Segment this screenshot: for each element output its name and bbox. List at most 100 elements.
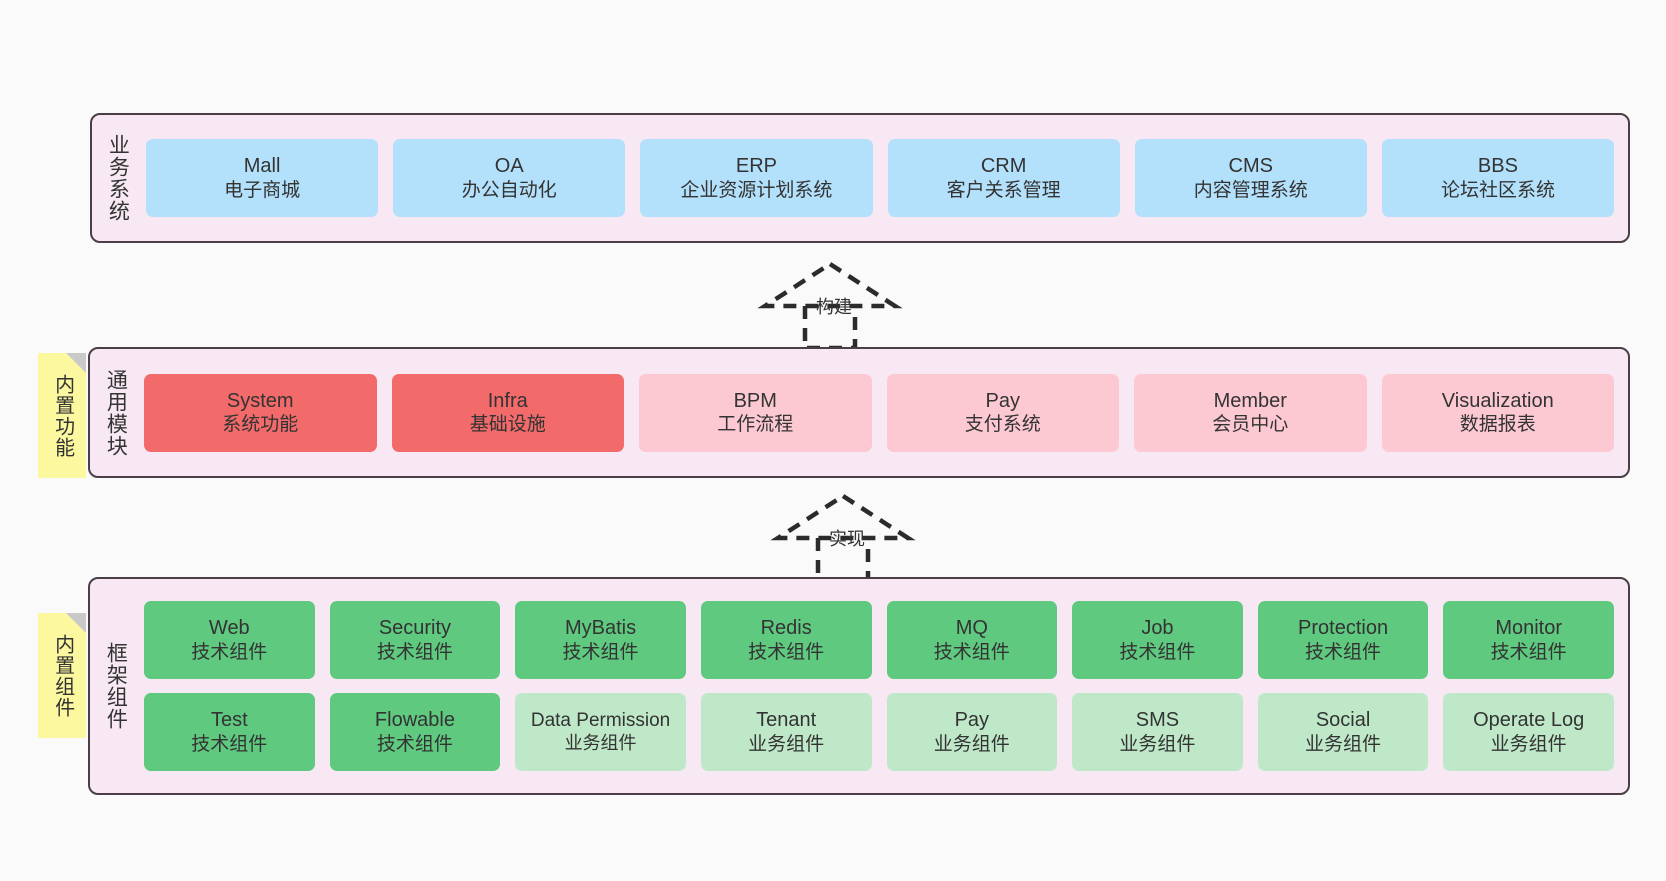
node-data-permission-en: Data Permission	[530, 710, 671, 732]
node-bbs-cn: 论坛社区系统	[1440, 179, 1555, 201]
node-social-cn: 业务组件	[1305, 733, 1382, 755]
node-monitor-cn: 技术组件	[1490, 641, 1567, 663]
node-erp-en: ERP	[735, 155, 777, 178]
node-crm-en: CRM	[980, 155, 1027, 178]
framework-tech-row: Web 技术组件 Security 技术组件 MyBatis 技术组件 Redi…	[144, 601, 1614, 679]
node-web-cn: 技术组件	[191, 641, 268, 663]
node-redis-en: Redis	[760, 617, 812, 640]
node-system[interactable]: System 系统功能	[144, 373, 377, 452]
node-tenant-en: Tenant	[756, 709, 817, 732]
node-pay-module-cn: 支付系统	[964, 414, 1041, 436]
node-oa-en: OA	[494, 155, 524, 178]
node-oa[interactable]: OA 办公自动化	[393, 139, 626, 217]
framework-business-row: Test 技术组件 Flowable 技术组件 Data Permission …	[144, 693, 1614, 771]
arrow-implement-label: 实现	[829, 529, 865, 549]
node-mq-cn: 技术组件	[933, 641, 1010, 663]
layer-body-framework: Web 技术组件 Security 技术组件 MyBatis 技术组件 Redi…	[140, 579, 1628, 793]
layer-common-module: 通用模块 System 系统功能 Infra 基础设施 BPM 工作流程 Pay…	[88, 347, 1630, 478]
node-oa-cn: 办公自动化	[461, 179, 557, 201]
node-erp-cn: 企业资源计划系统	[680, 179, 833, 201]
node-pay-module-en: Pay	[985, 389, 1020, 412]
node-bpm-en: BPM	[733, 389, 777, 412]
node-data-permission[interactable]: Data Permission 业务组件	[515, 693, 686, 771]
layer-title-common: 通用模块	[104, 368, 128, 457]
node-mall-cn: 电子商城	[224, 179, 301, 201]
node-bpm-cn: 工作流程	[717, 414, 794, 436]
node-pay-module[interactable]: Pay 支付系统	[886, 373, 1119, 452]
node-security-cn: 技术组件	[376, 641, 453, 663]
layer-framework-component: 框架组件 Web 技术组件 Security 技术组件 MyBatis 技术组件…	[88, 577, 1630, 795]
business-node-row: Mall 电子商城 OA 办公自动化 ERP 企业资源计划系统 CRM 客户关系…	[146, 139, 1615, 217]
sticky-note-builtin-component: 内置组件	[38, 613, 86, 738]
layer-body-common: System 系统功能 Infra 基础设施 BPM 工作流程 Pay 支付系统…	[140, 349, 1628, 476]
node-protection-en: Protection	[1298, 617, 1389, 640]
node-cms-en: CMS	[1228, 155, 1273, 178]
sticky-builtin-component-label: 内置组件	[51, 633, 74, 718]
node-mall[interactable]: Mall 电子商城	[146, 139, 379, 217]
node-operate-log-en: Operate Log	[1473, 709, 1585, 732]
node-visualization-cn: 数据报表	[1459, 414, 1536, 436]
node-security-en: Security	[378, 617, 452, 640]
layer-body-business: Mall 电子商城 OA 办公自动化 ERP 企业资源计划系统 CRM 客户关系…	[142, 115, 1628, 241]
node-tenant-cn: 业务组件	[748, 733, 825, 755]
node-sms[interactable]: SMS 业务组件	[1072, 693, 1243, 771]
node-cms-cn: 内容管理系统	[1193, 179, 1308, 201]
node-job-cn: 技术组件	[1119, 641, 1196, 663]
node-test[interactable]: Test 技术组件	[144, 693, 315, 771]
node-infra[interactable]: Infra 基础设施	[391, 373, 624, 452]
node-security[interactable]: Security 技术组件	[329, 601, 501, 679]
layer-title-framework: 框架组件	[104, 642, 128, 730]
node-crm-cn: 客户关系管理	[946, 179, 1061, 201]
node-bbs[interactable]: BBS 论坛社区系统	[1381, 139, 1615, 217]
common-node-row: System 系统功能 Infra 基础设施 BPM 工作流程 Pay 支付系统…	[144, 373, 1614, 452]
node-monitor[interactable]: Monitor 技术组件	[1443, 601, 1614, 679]
node-pay-component[interactable]: Pay 业务组件	[886, 693, 1058, 771]
node-mall-en: Mall	[243, 155, 281, 178]
node-flowable-en: Flowable	[374, 709, 455, 732]
node-social-en: Social	[1315, 709, 1371, 732]
node-social[interactable]: Social 业务组件	[1257, 693, 1429, 771]
node-job-en: Job	[1141, 617, 1174, 640]
node-data-permission-cn: 业务组件	[564, 732, 637, 753]
node-test-en: Test	[210, 709, 248, 732]
sticky-note-builtin-function: 内置功能	[38, 353, 86, 478]
node-sms-en: SMS	[1135, 709, 1180, 732]
arrow-build-label: 构建	[816, 297, 852, 317]
node-operate-log[interactable]: Operate Log 业务组件	[1443, 693, 1614, 771]
node-infra-en: Infra	[487, 389, 528, 412]
node-erp[interactable]: ERP 企业资源计划系统	[640, 139, 873, 217]
node-sms-cn: 业务组件	[1119, 733, 1196, 755]
layer-title-business: 业务系统	[106, 134, 130, 222]
node-system-cn: 系统功能	[222, 414, 299, 436]
node-bbs-en: BBS	[1477, 155, 1518, 178]
node-member[interactable]: Member 会员中心	[1134, 373, 1367, 452]
node-member-cn: 会员中心	[1212, 414, 1289, 436]
layer-business-system: 业务系统 Mall 电子商城 OA 办公自动化 ERP 企业资源计划系统 CRM…	[90, 113, 1630, 243]
node-pay-component-cn: 业务组件	[933, 733, 1010, 755]
node-pay-component-en: Pay	[954, 709, 990, 732]
node-redis-cn: 技术组件	[748, 641, 825, 663]
node-redis[interactable]: Redis 技术组件	[700, 601, 872, 679]
node-crm[interactable]: CRM 客户关系管理	[887, 139, 1120, 217]
node-mybatis-cn: 技术组件	[562, 641, 639, 663]
node-test-cn: 技术组件	[191, 733, 268, 755]
node-web[interactable]: Web 技术组件	[144, 601, 315, 679]
node-flowable[interactable]: Flowable 技术组件	[329, 693, 501, 771]
node-visualization-en: Visualization	[1441, 389, 1554, 412]
node-infra-cn: 基础设施	[469, 414, 546, 436]
node-mybatis-en: MyBatis	[565, 617, 637, 640]
node-mybatis[interactable]: MyBatis 技术组件	[515, 601, 686, 679]
node-mq-en: MQ	[955, 617, 988, 640]
node-cms[interactable]: CMS 内容管理系统	[1134, 139, 1367, 217]
node-bpm[interactable]: BPM 工作流程	[639, 373, 872, 452]
node-mq[interactable]: MQ 技术组件	[886, 601, 1058, 679]
node-tenant[interactable]: Tenant 业务组件	[700, 693, 872, 771]
node-web-en: Web	[208, 617, 250, 640]
node-protection[interactable]: Protection 技术组件	[1257, 601, 1429, 679]
node-visualization[interactable]: Visualization 数据报表	[1381, 373, 1614, 452]
node-flowable-cn: 技术组件	[376, 733, 453, 755]
node-protection-cn: 技术组件	[1305, 641, 1382, 663]
node-system-en: System	[226, 389, 294, 412]
node-job[interactable]: Job 技术组件	[1072, 601, 1243, 679]
